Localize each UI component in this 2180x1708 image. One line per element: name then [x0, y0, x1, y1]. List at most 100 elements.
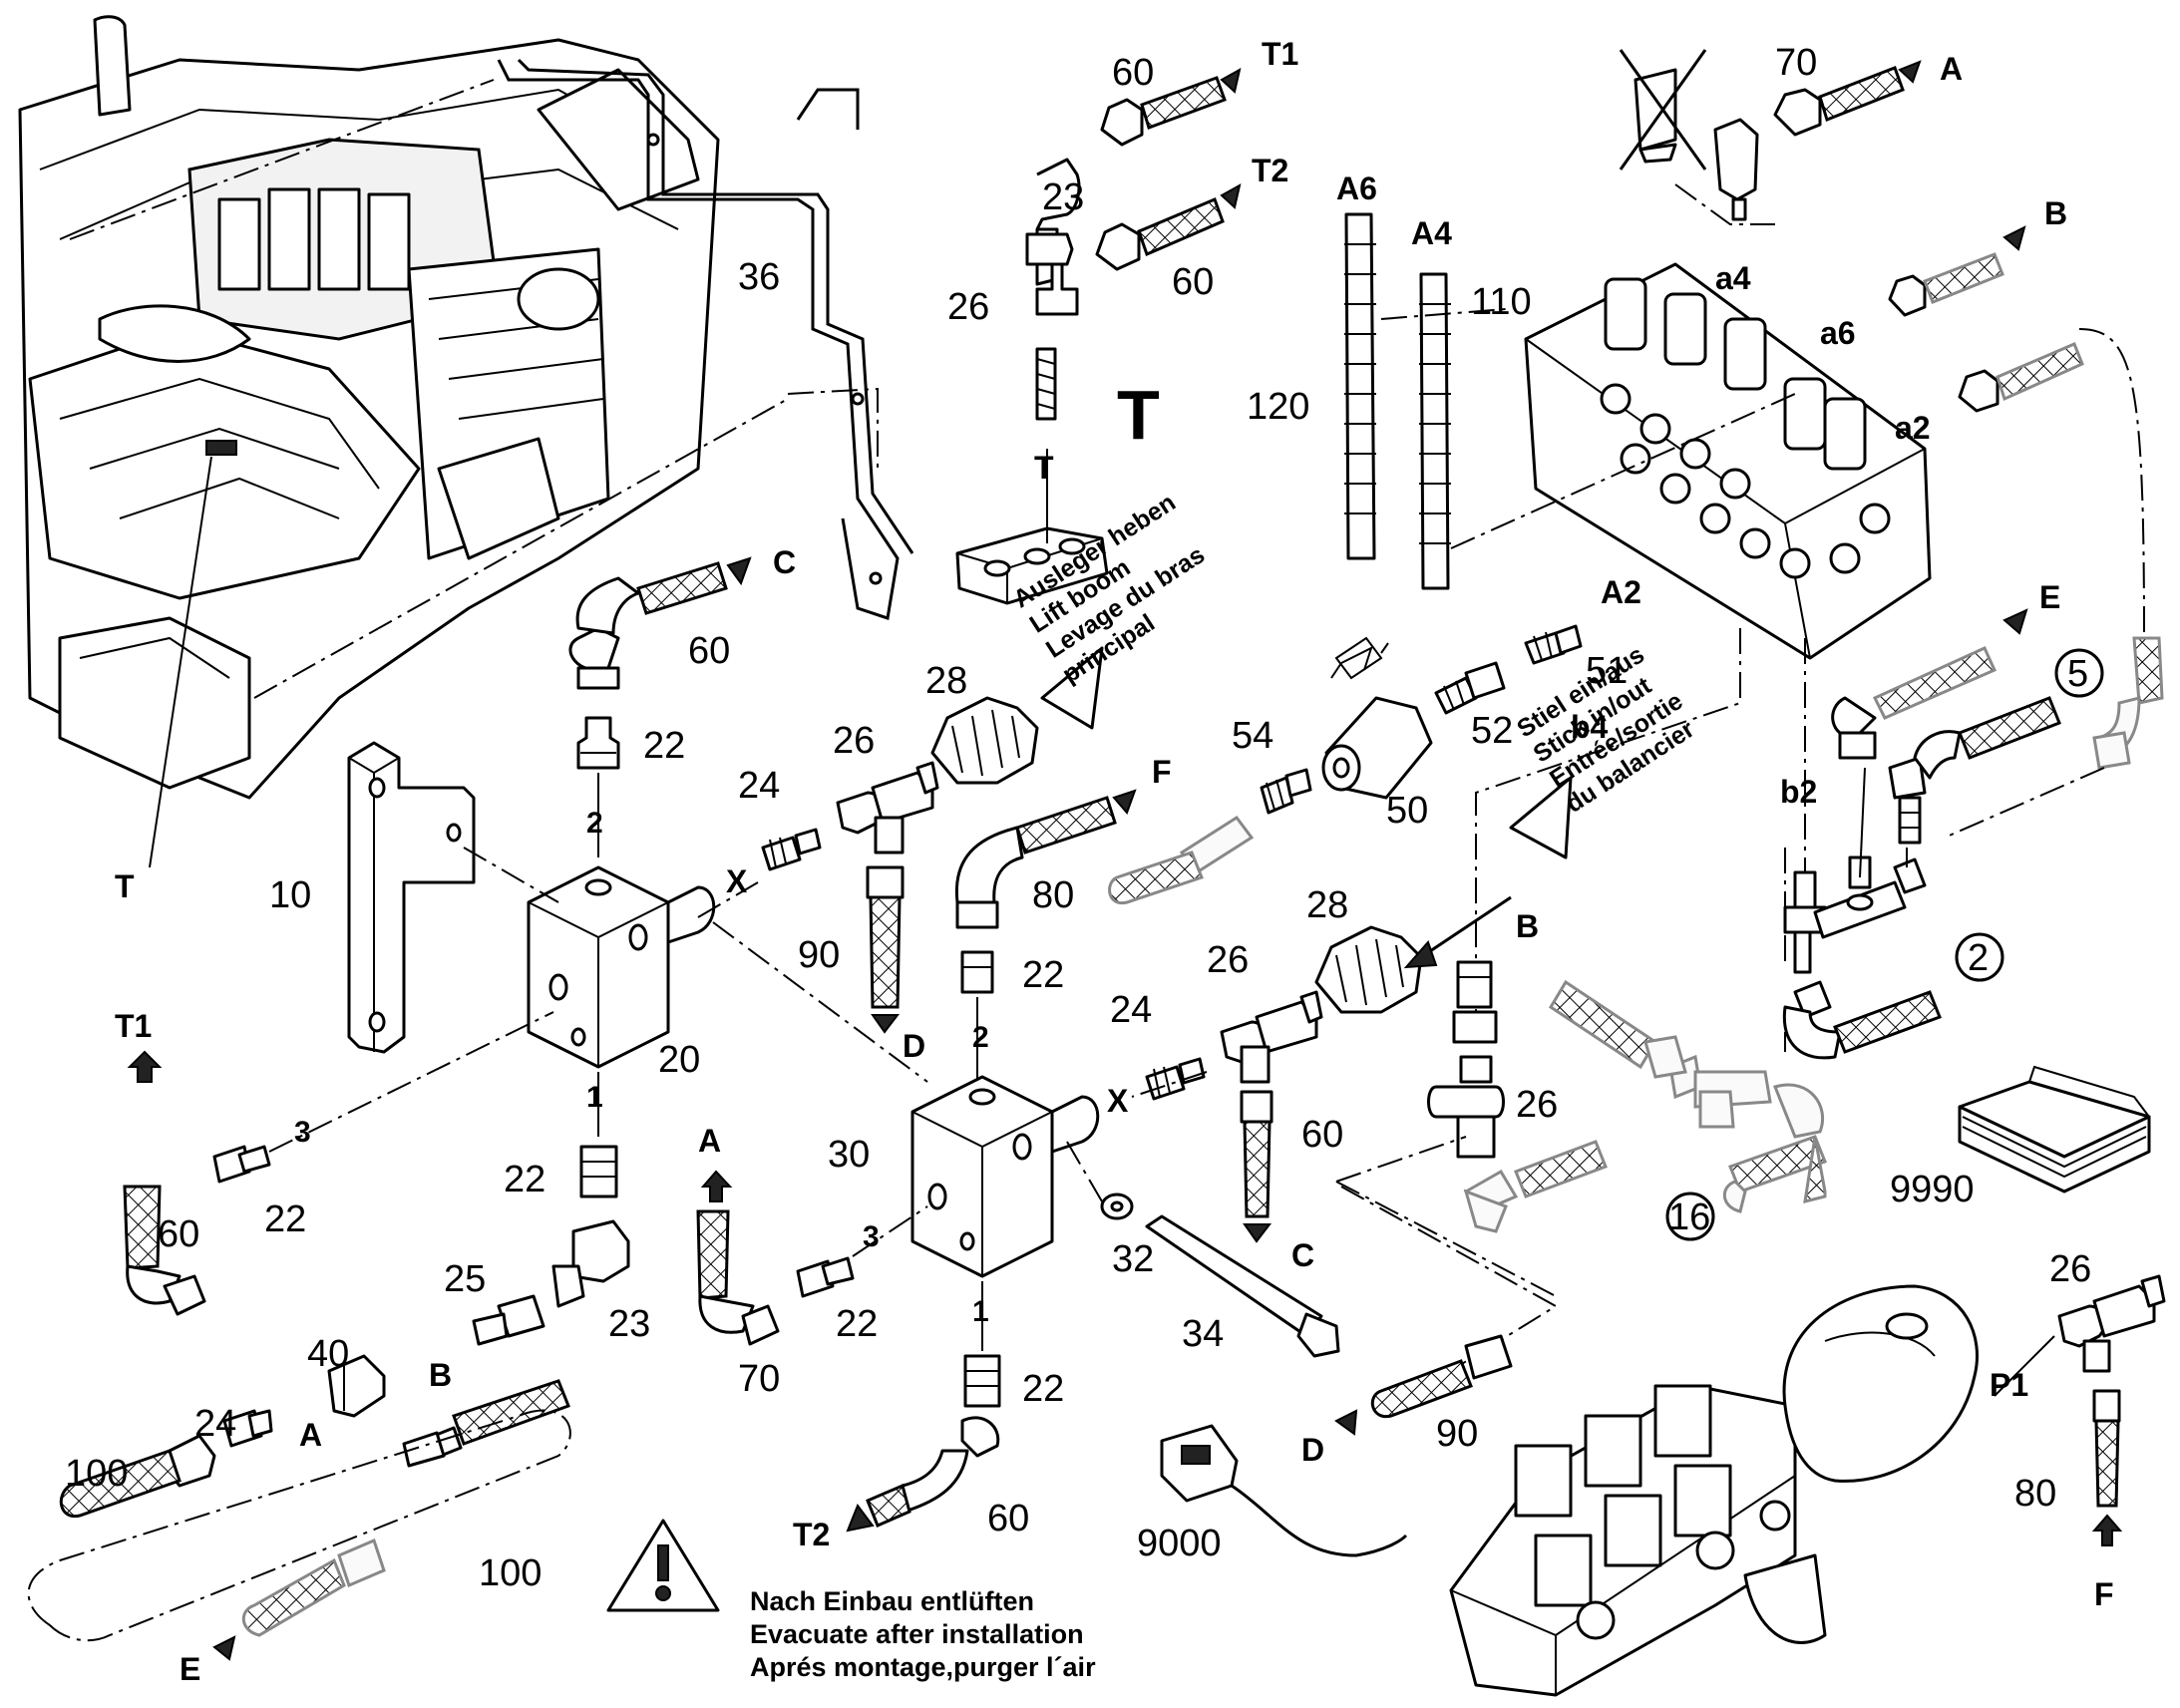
port-label-t: T [1034, 450, 1054, 486]
label-part-24: 24 [738, 765, 780, 807]
label-part-52: 52 [1471, 710, 1513, 752]
port-label-e: E [180, 1651, 200, 1687]
cartridge-label-a4: A4 [1411, 215, 1452, 251]
port-label-e: E [2039, 579, 2060, 615]
label-part-26: 26 [947, 286, 989, 328]
cartridge-label-a6: A6 [1336, 171, 1377, 206]
label-part-24: 24 [194, 1403, 236, 1445]
label-part-100: 100 [479, 1552, 542, 1594]
circled-label-2: 2 [1968, 937, 1989, 979]
label-part-50: 50 [1386, 790, 1428, 832]
port-number-3: 3 [294, 1116, 311, 1149]
warning-stick: Stiel ein/aus Stick in/out Entrée/sortie… [1512, 640, 1699, 818]
warning-symbols [606, 646, 1573, 1612]
port-label-b: B [2044, 195, 2067, 231]
tee-26-hose-28-right [1131, 895, 1512, 1243]
circled-label-16: 16 [1668, 1196, 1710, 1238]
t-bracket-plate-10 [347, 741, 476, 1054]
label-part-60: 60 [688, 630, 730, 672]
warning-air-fr: Aprés montage,purger l´air [750, 1652, 1096, 1682]
hose-90-d-lower [1334, 1186, 1558, 1436]
port-label-t1: T1 [115, 1008, 152, 1044]
label-part-22: 22 [504, 1159, 545, 1200]
label-part-60: 60 [1301, 1114, 1343, 1156]
port-label-d: D [903, 1028, 925, 1064]
port-label-a: A [1940, 51, 1963, 87]
label-part-23: 23 [1042, 176, 1084, 218]
circled-reference-labels: 5 2 16 [1668, 653, 2088, 1238]
label-part-26: 26 [833, 720, 875, 762]
label-part-70: 70 [1775, 42, 1817, 84]
port-number-1: 1 [586, 1081, 603, 1114]
control-valve-block [1380, 49, 2145, 660]
label-part-80: 80 [2014, 1473, 2056, 1515]
port-label-a2-small: a2 [1895, 410, 1931, 446]
label-part-32: 32 [1112, 1238, 1154, 1280]
port-label-x: X [1107, 1083, 1129, 1119]
label-part-60: 60 [158, 1213, 199, 1255]
port-number-3: 3 [863, 1220, 880, 1253]
label-part-24: 24 [1110, 989, 1152, 1031]
label-part-28: 28 [925, 660, 967, 702]
port-label-c: C [1291, 1237, 1314, 1273]
port-number-2: 2 [972, 1021, 989, 1054]
warning-lift-boom: Ausleger heben Lift boom Levage du bras … [1008, 489, 1210, 689]
port-label-b: B [1516, 908, 1539, 944]
port-label-b: B [429, 1357, 452, 1393]
part-number-labels: 10 20 30 22 22 22 22 22 22 23 23 24 24 2… [65, 42, 2091, 1594]
label-part-60: 60 [987, 1498, 1029, 1539]
label-part-9000: 9000 [1137, 1523, 1222, 1564]
port-label-a2: A2 [1601, 574, 1641, 610]
port-number-1: 1 [972, 1295, 989, 1328]
label-part-80: 80 [1032, 874, 1074, 916]
warning-air-de: Nach Einbau entlüften [750, 1586, 1034, 1616]
label-part-20: 20 [658, 1039, 700, 1081]
label-part-120: 120 [1247, 386, 1309, 428]
port-label-t2: T2 [793, 1517, 830, 1552]
warning-air-en: Evacuate after installation [750, 1619, 1084, 1649]
label-part-100: 100 [65, 1453, 128, 1495]
port-label-a4-small: a4 [1715, 260, 1751, 296]
label-part-22: 22 [643, 725, 685, 767]
label-part-26: 26 [1516, 1084, 1558, 1126]
port-label-b4-small: b4 [1571, 709, 1609, 745]
port-label-f: F [1152, 754, 1172, 790]
port-label-t1: T1 [1262, 36, 1298, 72]
label-part-23: 23 [608, 1303, 650, 1345]
valve-cartridges [1344, 212, 1451, 590]
label-part-51: 51 [1586, 650, 1628, 692]
port-letter-labels: T1 T1 T2 T2 A A A B B B C C D D E E F F … [115, 36, 2114, 1687]
port-label-t2: T2 [1252, 153, 1288, 188]
label-part-90: 90 [1436, 1413, 1478, 1455]
label-part-25: 25 [444, 1258, 486, 1300]
label-part-10: 10 [269, 874, 311, 916]
label-part-30: 30 [828, 1134, 870, 1176]
label-part-22: 22 [836, 1303, 878, 1345]
label-part-40: 40 [307, 1333, 349, 1375]
label-part-26: 26 [2049, 1248, 2091, 1290]
port-label-b2-small: b2 [1780, 774, 1817, 810]
label-part-22: 22 [1022, 1368, 1064, 1410]
label-part-22: 22 [264, 1198, 306, 1240]
port-label-d: D [1301, 1432, 1324, 1468]
tee-26-hose-28-left [836, 696, 1137, 1082]
label-part-54: 54 [1232, 715, 1273, 757]
excavator-upper-structure [18, 15, 914, 868]
label-part-70: 70 [738, 1358, 780, 1400]
label-part-90: 90 [798, 934, 840, 976]
port-label-a6-small: a6 [1820, 315, 1856, 351]
t-tee-block-assembly [955, 68, 1242, 605]
label-part-60: 60 [1112, 52, 1154, 94]
circled-reference-markers [1665, 648, 2104, 1241]
distribution-block-20 [463, 847, 928, 1083]
label-part-26: 26 [1207, 939, 1249, 981]
port-label-c: C [773, 544, 796, 580]
hose-group-right [1335, 608, 2164, 1297]
fittings-around-block-20 [27, 556, 822, 1661]
label-part-34: 34 [1182, 1313, 1224, 1355]
label-part-110: 110 [1471, 281, 1532, 323]
port-number-2: 2 [586, 807, 603, 840]
label-part-22: 22 [1022, 954, 1064, 996]
port-label-x: X [726, 863, 748, 899]
label-part-28: 28 [1306, 884, 1348, 926]
